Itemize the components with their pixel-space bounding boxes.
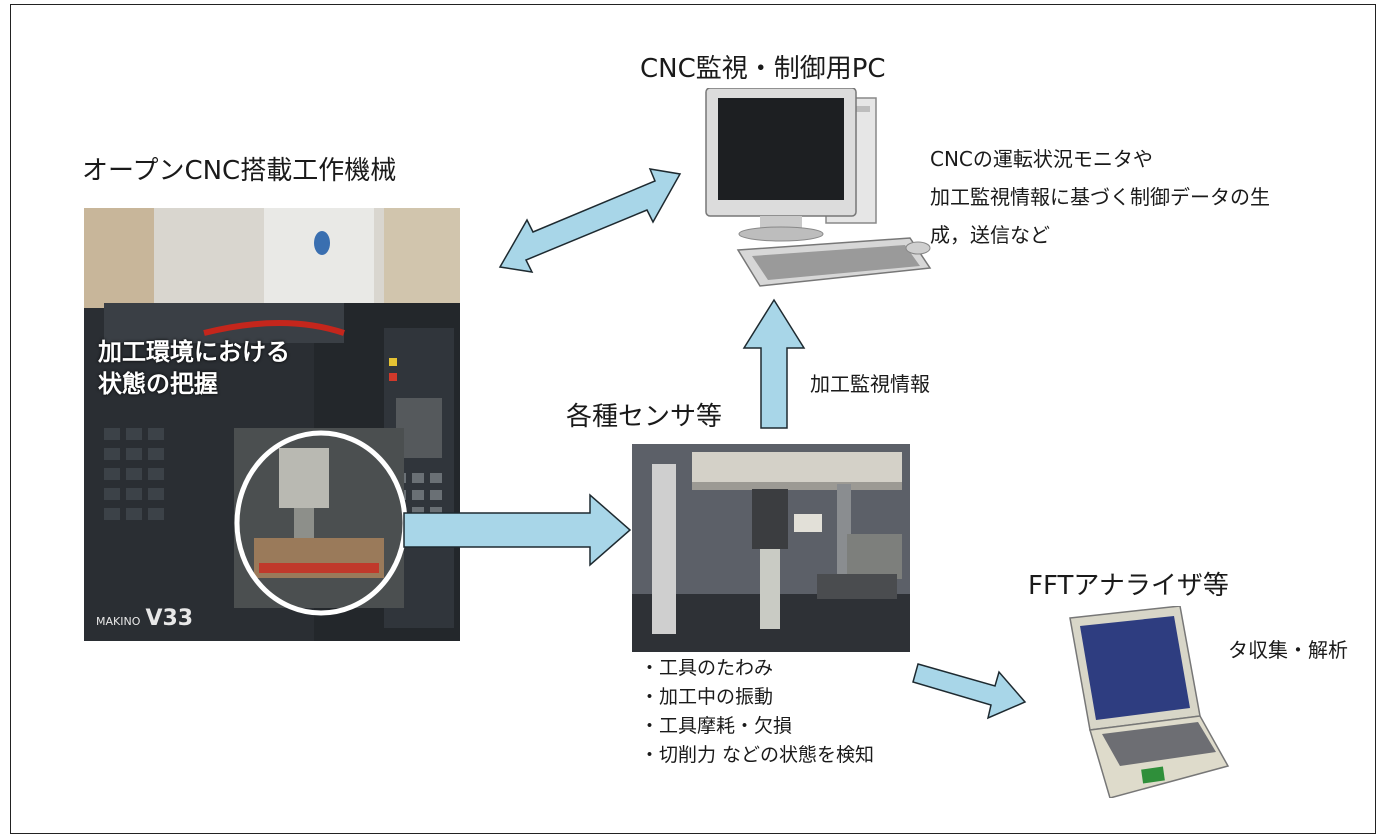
sensor-photo xyxy=(632,444,910,652)
machine-brand: MAKINO xyxy=(96,615,141,628)
detect-item-2: ・加工中の振動 xyxy=(640,686,774,708)
pc-desc-line-3: 成，送信など xyxy=(930,223,1050,247)
detect-item-4: ・切削力 などの状態を検知 xyxy=(640,744,875,766)
analyzer-title: FFTアナライザ等 xyxy=(1028,571,1229,601)
arrow-machine-pc xyxy=(498,168,682,273)
detect-item-3: ・工具摩耗・欠損 xyxy=(640,715,793,737)
arrow-machine-sensors xyxy=(403,493,632,567)
arrow-sensors-analyzer xyxy=(912,663,1027,720)
pc-title: CNC監視・制御用PC xyxy=(640,54,886,84)
analyzer-description: タ収集・解析 xyxy=(1228,638,1348,662)
machine-model: V33 xyxy=(145,606,194,631)
monitoring-info-label: 加工監視情報 xyxy=(810,372,930,396)
overlay-line-2: 状態の把握 xyxy=(98,370,218,398)
pc-description: CNCの運転状況モニタや 加工監視情報に基づく制御データの生 成，送信など xyxy=(930,140,1270,254)
detect-list: ・工具のたわみ ・加工中の振動 ・工具摩耗・欠損 ・切削力 などの状態を検知 xyxy=(640,654,874,770)
machine-brand-label: MAKINO V33 xyxy=(96,606,193,631)
sensors-title: 各種センサ等 xyxy=(566,402,723,432)
machine-overlay-text: 加工環境における 状態の把握 xyxy=(98,336,290,400)
laptop-illustration xyxy=(1050,606,1230,798)
machine-photo: 加工環境における 状態の把握 MAKINO V33 xyxy=(84,208,460,641)
overlay-line-1: 加工環境における xyxy=(98,338,290,366)
machine-title: オープンCNC搭載工作機械 xyxy=(82,156,397,186)
pc-desc-line-1: CNCの運転状況モニタや xyxy=(930,147,1153,171)
diagram-arrows xyxy=(403,168,1027,720)
arrow-sensors-pc xyxy=(742,298,806,429)
pc-illustration xyxy=(700,88,932,298)
detect-item-1: ・工具のたわみ xyxy=(640,657,774,679)
pc-desc-line-2: 加工監視情報に基づく制御データの生 xyxy=(930,185,1270,209)
